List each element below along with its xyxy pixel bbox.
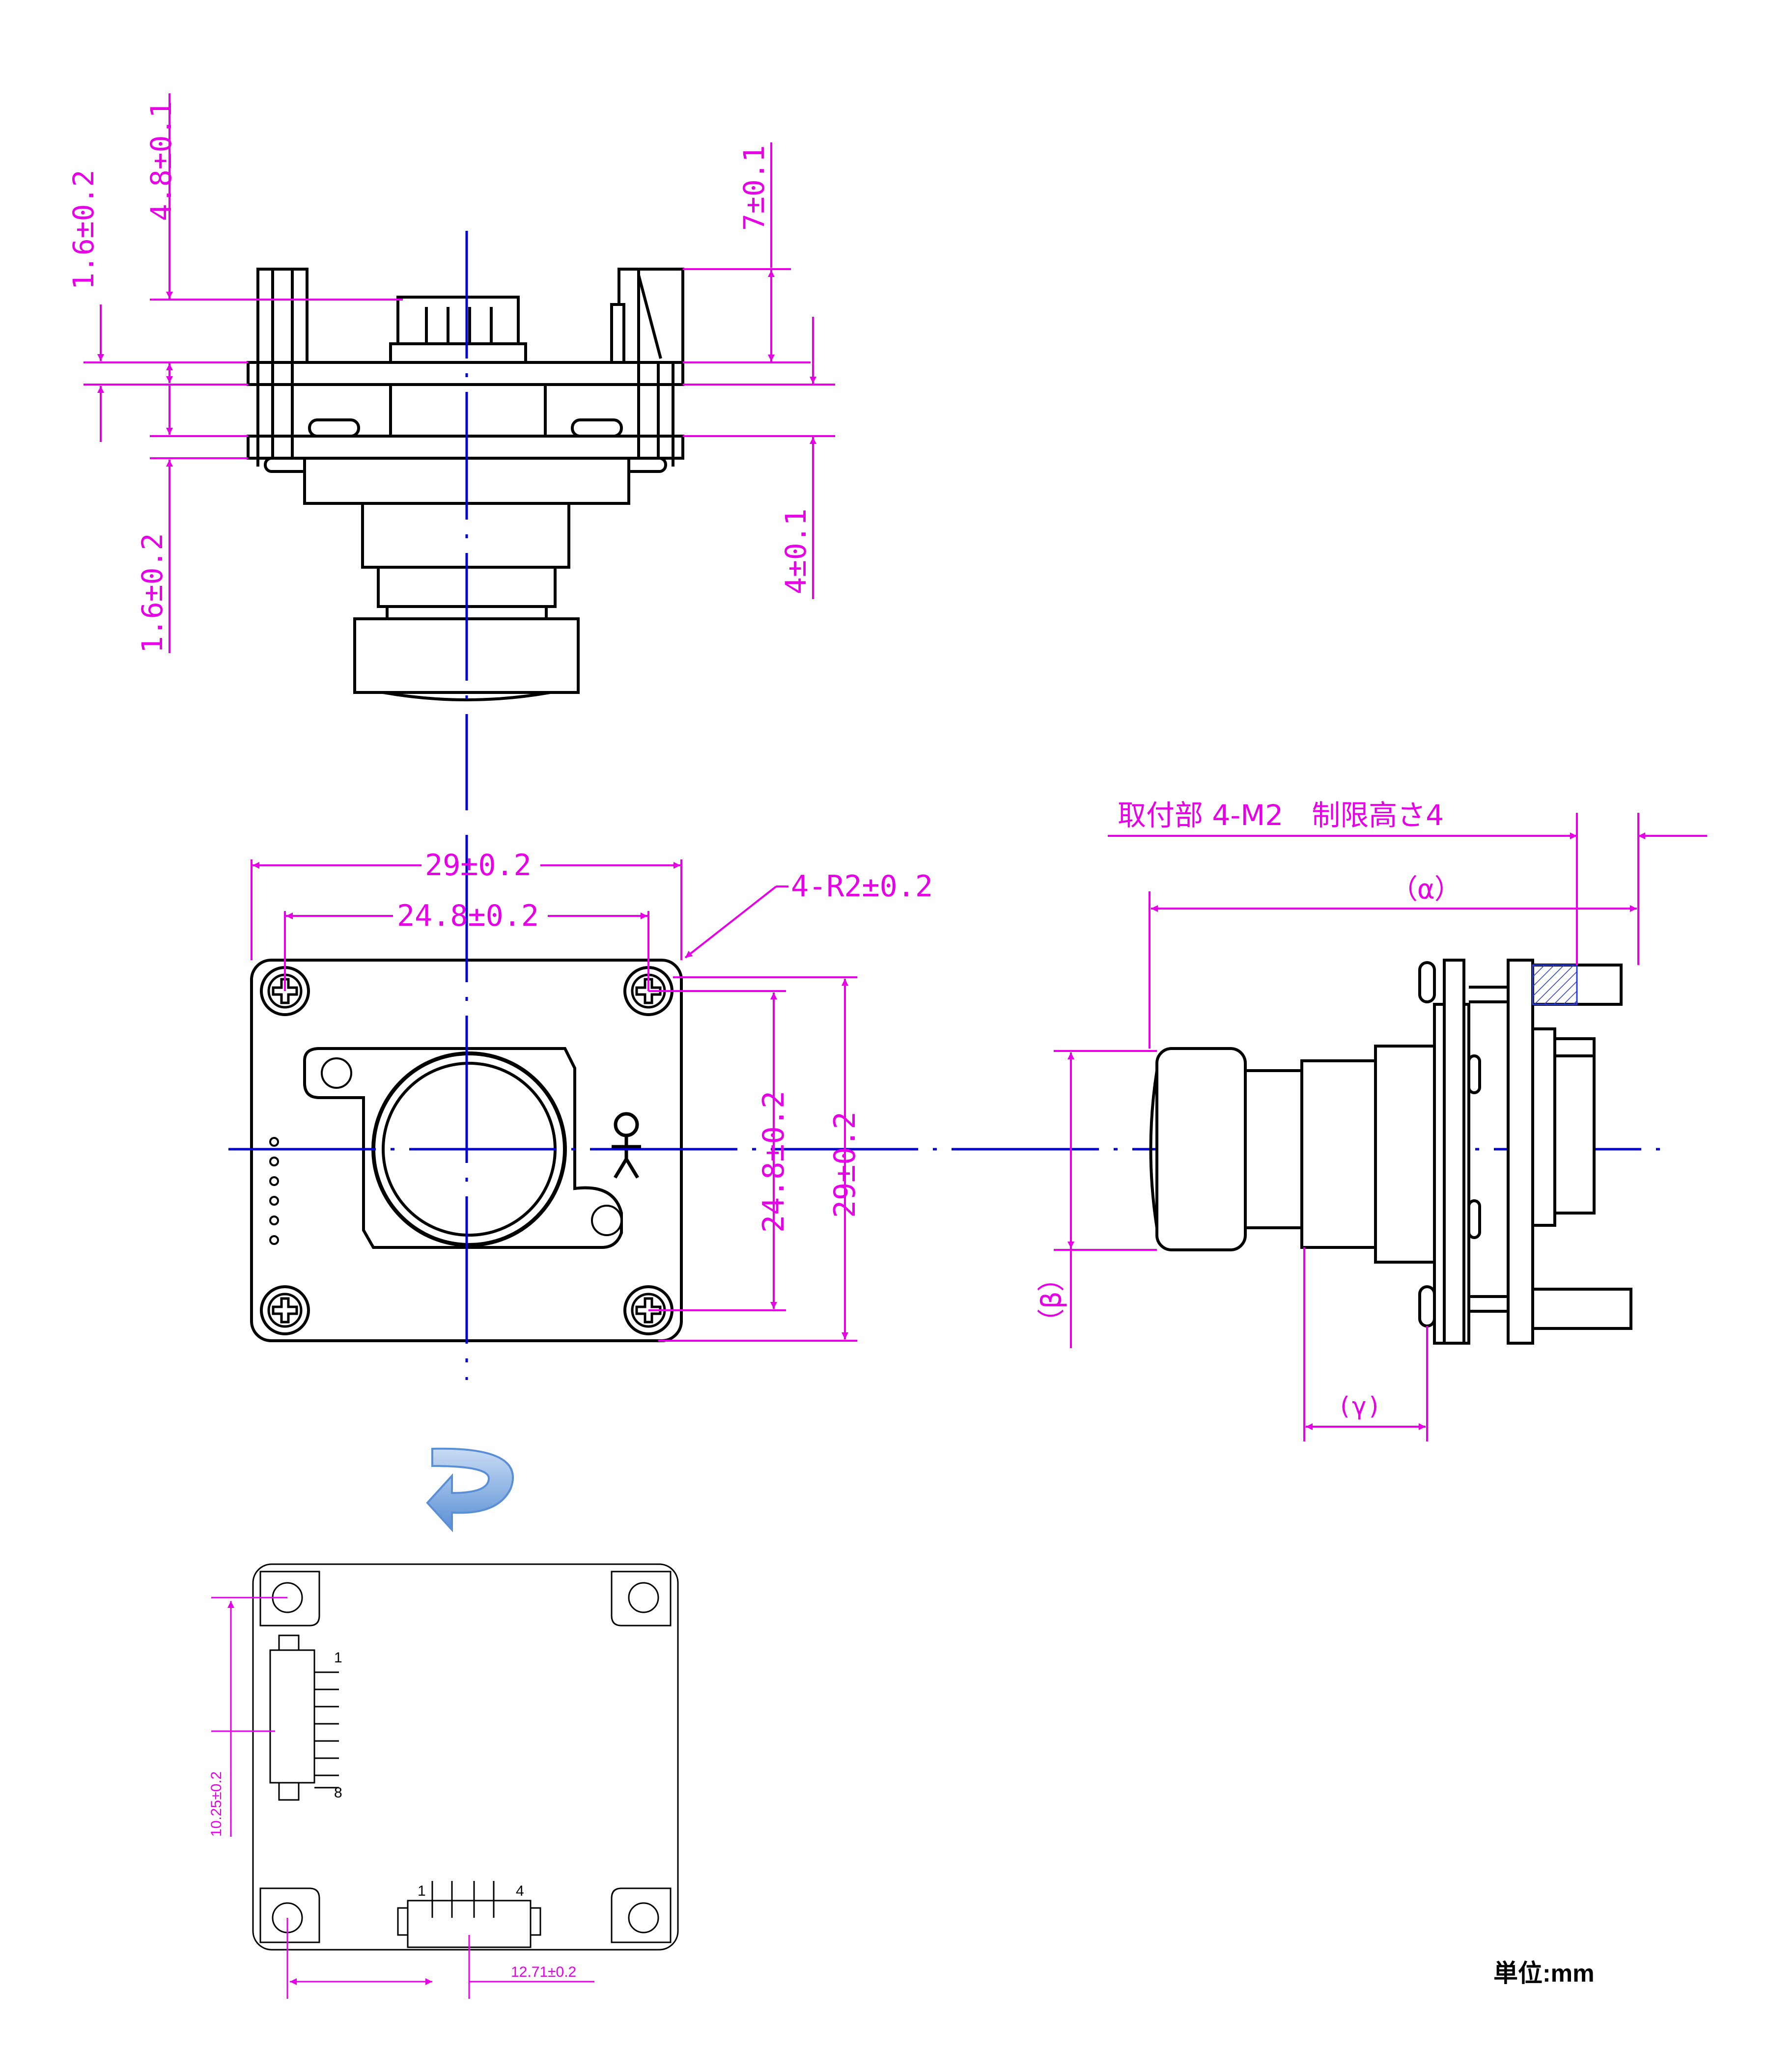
gamma-label: (γ)	[1337, 1392, 1381, 1420]
dim-24-8-height: 24.8±0.2	[757, 1091, 791, 1233]
dim-1-6-upper: 1.6±0.2	[67, 170, 100, 290]
flip-arrow-icon	[426, 1447, 514, 1533]
unit-label: 単位:mm	[1493, 1960, 1595, 1987]
side-view-outline	[1149, 959, 1632, 1345]
alpha-label: （α）	[1390, 874, 1462, 906]
back-view: 1 8 1 4 10.25±0.2 12.71±0.2	[208, 1563, 679, 1999]
dim-29-width: 29±0.2	[425, 848, 532, 883]
top-view: 4.8±0.1 1.6±0.2 1.6±0.2 7±0.1 4±0.1	[67, 93, 835, 810]
dim-1-6-lower: 1.6±0.2	[136, 533, 169, 653]
pin-8: 8	[334, 1785, 342, 1801]
dim-29-height: 29±0.2	[828, 1111, 862, 1218]
pin-4: 4	[516, 1883, 524, 1899]
side-view-dimensions	[1054, 813, 1707, 1441]
back-board	[252, 1563, 679, 1951]
side-view: 取付部 4-M2 制限高さ4 （α） （β） (γ)	[1036, 799, 1707, 1441]
dim-7: 7±0.1	[737, 145, 771, 231]
back-view-dimensions	[211, 1597, 594, 1999]
pin-1-left: 1	[334, 1650, 342, 1666]
dim-radius: 4-R2±0.2	[791, 869, 933, 904]
phillips-screw-icon	[261, 1287, 309, 1334]
mount-hole-icon	[321, 1057, 352, 1089]
dim-24-8-width: 24.8±0.2	[397, 899, 539, 933]
led-row	[269, 1137, 279, 1245]
connector-4pin	[397, 1881, 541, 1948]
top-view-dimensions-right	[683, 142, 835, 599]
dim-4-8: 4.8±0.1	[144, 101, 178, 221]
front-view: 29±0.2 24.8±0.2 4-R2±0.2 24.8±0.2 29±0.2	[228, 835, 1670, 1380]
mount-hole-icon	[591, 1205, 622, 1236]
top-view-dimensions-left	[84, 93, 403, 653]
mount-note: 取付部 4-M2 制限高さ4	[1118, 799, 1444, 832]
front-view-dimensions	[251, 859, 857, 1342]
back-corner-pads	[259, 1571, 672, 1943]
mount-hatch	[1532, 964, 1578, 1005]
person-orientation-icon	[612, 1112, 641, 1179]
pin-1-bottom: 1	[418, 1883, 426, 1899]
dim-10-25: 10.25±0.2	[208, 1771, 225, 1837]
beta-label: （β）	[1036, 1264, 1068, 1336]
connector-8pin	[269, 1634, 339, 1801]
dim-4: 4±0.1	[779, 508, 813, 594]
dim-12-71: 12.71±0.2	[511, 1964, 576, 1980]
